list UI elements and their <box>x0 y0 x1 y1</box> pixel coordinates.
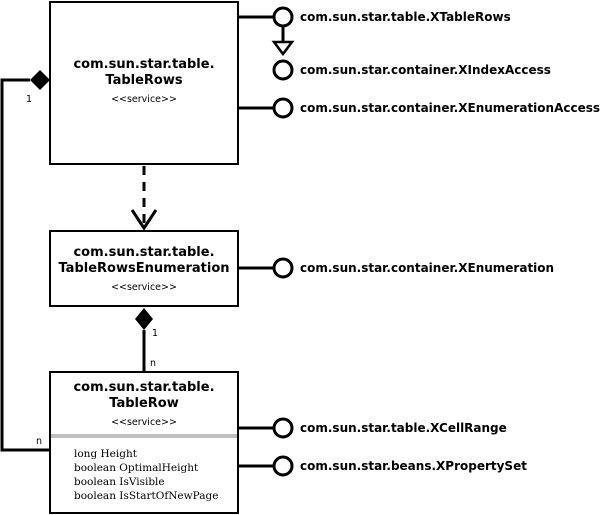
composition-diamond-icon <box>30 70 50 90</box>
attribute-optimal-height: boolean OptimalHeight <box>74 462 199 474</box>
enumeration-title-line2: TableRowsEnumeration <box>58 261 229 276</box>
enumeration-stereotype: <<service>> <box>111 282 177 293</box>
compartment-divider <box>51 434 237 438</box>
multiplicity-rows-many: n <box>36 436 42 447</box>
multiplicity-enum-one: 1 <box>152 328 158 339</box>
tablerow-title-line2: TableRow <box>109 396 179 411</box>
service-box-tablerows[interactable]: com.sun.star.table. TableRows <<service>… <box>49 1 239 165</box>
interface-xtablerows[interactable]: com.sun.star.table.XTableRows <box>238 6 511 28</box>
lollipop-icon <box>272 59 294 81</box>
composition-line <box>0 78 50 452</box>
interface-xpropertyset[interactable]: com.sun.star.beans.XPropertySet <box>238 455 527 477</box>
composition-enumeration-tablerow: 1 n <box>135 308 158 372</box>
lollipop-icon <box>272 97 294 119</box>
interface-label-xtablerows: com.sun.star.table.XTableRows <box>300 10 511 24</box>
lollipop-icon <box>272 6 294 28</box>
tablerows-title-line1: com.sun.star.table. <box>73 57 214 72</box>
interface-xenumeration[interactable]: com.sun.star.container.XEnumeration <box>238 257 554 279</box>
interface-label-xenumeration: com.sun.star.container.XEnumeration <box>300 261 554 275</box>
interface-label-xcellrange: com.sun.star.table.XCellRange <box>300 421 507 435</box>
tablerow-stereotype: <<service>> <box>111 417 177 428</box>
lollipop-icon <box>272 417 294 439</box>
enumeration-title-line1: com.sun.star.table. <box>73 245 214 260</box>
composition-tablerows-tablerow: 1 n <box>0 70 50 452</box>
tablerows-stereotype: <<service>> <box>111 94 177 105</box>
inheritance-arrow <box>271 26 295 57</box>
interface-label-xpropertyset: com.sun.star.beans.XPropertySet <box>300 459 527 473</box>
open-arrowhead-icon <box>130 209 158 231</box>
tablerow-title-line1: com.sun.star.table. <box>73 380 214 395</box>
attribute-is-start-of-new-page: boolean IsStartOfNewPage <box>74 490 218 502</box>
triangle-arrowhead-icon <box>271 40 295 57</box>
dependency-arrow <box>130 166 158 231</box>
interface-xenumerationaccess[interactable]: com.sun.star.container.XEnumerationAcces… <box>238 97 600 119</box>
tablerows-title-line2: TableRows <box>105 73 182 88</box>
interface-xindexaccess[interactable]: com.sun.star.container.XIndexAccess <box>272 59 551 81</box>
multiplicity-enum-many: n <box>150 358 156 369</box>
interface-label-xenumerationaccess: com.sun.star.container.XEnumerationAcces… <box>300 101 600 115</box>
lollipop-icon <box>272 455 294 477</box>
multiplicity-rows-one: 1 <box>26 94 32 105</box>
interface-label-xindexaccess: com.sun.star.container.XIndexAccess <box>300 63 551 77</box>
attribute-is-visible: boolean IsVisible <box>74 476 165 488</box>
lollipop-icon <box>272 257 294 279</box>
attribute-height: long Height <box>74 448 138 460</box>
service-box-tablerow[interactable]: com.sun.star.table. TableRow <<service>>… <box>49 371 239 514</box>
service-box-tablerowsenumeration[interactable]: com.sun.star.table. TableRowsEnumeration… <box>49 230 239 307</box>
interface-xcellrange[interactable]: com.sun.star.table.XCellRange <box>238 417 507 439</box>
composition-diamond-icon <box>135 308 153 330</box>
